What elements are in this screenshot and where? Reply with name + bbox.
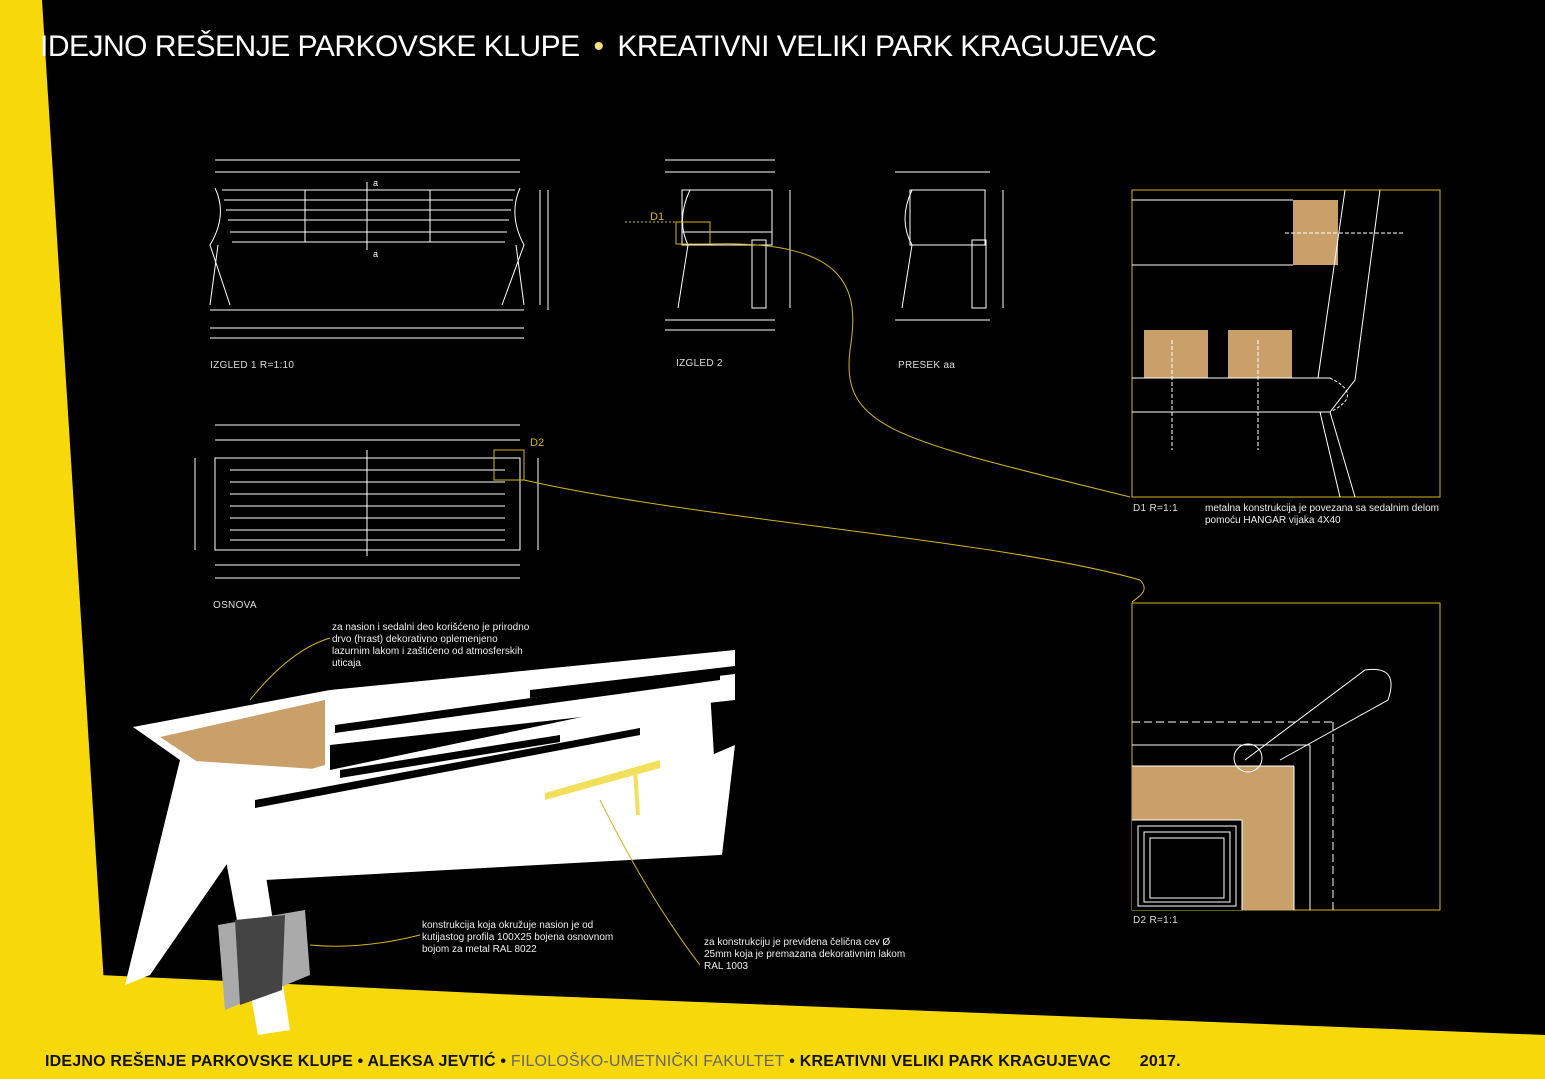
page-title: IDEJNO REŠENJE PARKOVSKE KLUPE • KREATIV…	[40, 30, 1157, 64]
yellow-frame-left	[0, 0, 110, 1079]
detail1-note: metalna konstrukcija je povezana sa seda…	[1205, 503, 1440, 526]
detail2-scale-label: D2 R=1:1	[1133, 915, 1178, 926]
detail1-connector-curve	[709, 243, 1131, 498]
izgled1-label: IZGLED 1 R=1:10	[210, 360, 295, 371]
wood-note-leader	[249, 637, 331, 701]
detail2-marker-box	[493, 449, 525, 481]
section-view-drawing	[895, 171, 1004, 321]
pipe-note-leader	[599, 799, 701, 966]
frame-note: konstrukcija koja okružuje nasion je od …	[422, 920, 614, 955]
izgled2-label: IZGLED 2	[676, 358, 723, 369]
pipe-note: za konstrukciju je previđena čelična cev…	[704, 937, 906, 972]
footer-faculty: FILOLOŠKO-UMETNIČKI FAKULTET	[510, 1053, 785, 1070]
osnova-label: OSNOVA	[213, 600, 257, 611]
detail1-marker-box	[675, 221, 711, 245]
footer-part2: • KREATIVNI VELIKI PARK KRAGUJEVAC	[789, 1053, 1112, 1070]
frame-note-leader	[309, 934, 421, 947]
presek-label: PRESEK aa	[898, 360, 956, 371]
front-view-drawing	[209, 159, 549, 339]
footer-credits: IDEJNO REŠENJE PARKOVSKE KLUPE • ALEKSA …	[45, 1053, 1181, 1071]
plan-view-drawing	[194, 424, 539, 579]
detail2-panel	[1131, 602, 1441, 911]
footer-year: 2017.	[1139, 1053, 1181, 1070]
detail2-tag: D2	[530, 437, 544, 449]
detail1-tag: D1	[650, 211, 664, 223]
detail2-connector-curve	[523, 479, 1145, 603]
detail1-scale-label: D1 R=1:1	[1133, 503, 1178, 514]
title-left: IDEJNO REŠENJE PARKOVSKE KLUPE	[40, 30, 580, 63]
bench-3d-render	[125, 650, 735, 1035]
detail1-panel	[1131, 189, 1441, 498]
title-right: KREATIVNI VELIKI PARK KRAGUJEVAC	[617, 30, 1157, 63]
side-view-drawing	[665, 159, 791, 331]
footer-part1: IDEJNO REŠENJE PARKOVSKE KLUPE • ALEKSA …	[45, 1053, 507, 1070]
title-separator: •	[593, 30, 604, 63]
wood-note: za nasion i sedalni deo korišćeno je pri…	[332, 622, 530, 669]
section-marker-a-top: a	[373, 178, 378, 188]
section-marker-a-bottom: a	[373, 249, 378, 259]
yellow-frame-bottom	[100, 975, 1545, 1079]
